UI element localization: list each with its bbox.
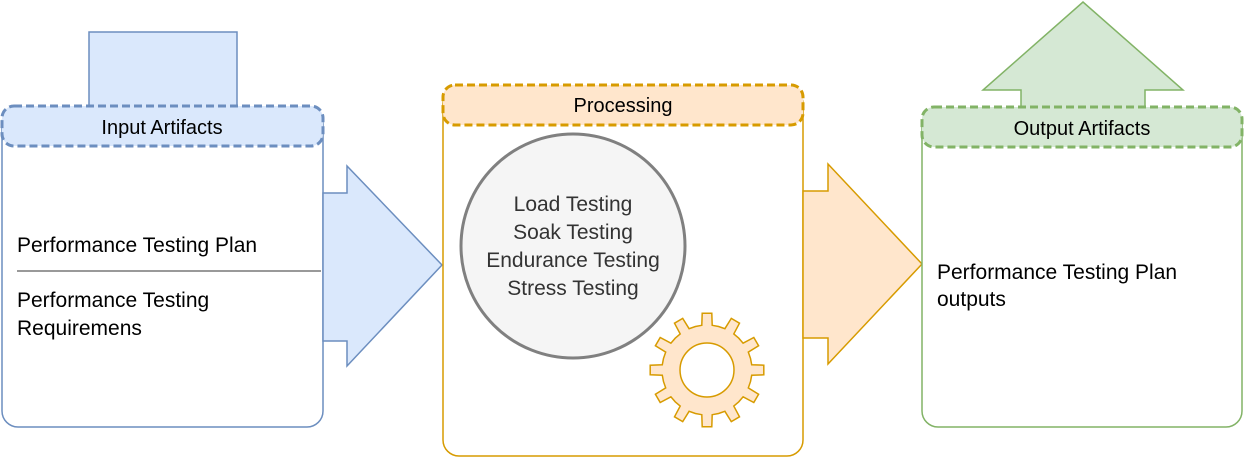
processing-title: Processing	[574, 95, 673, 117]
output-item-line2: outputs	[937, 288, 1006, 311]
input-tab-box	[88, 31, 238, 113]
input-header	[0, 104, 325, 148]
input-item-requirements-line1: Performance Testing	[17, 289, 209, 312]
testing-type-stress: Stress Testing	[507, 277, 639, 300]
output-header	[920, 105, 1244, 149]
processing-group: Processing Load Testing Soak Testing End…	[441, 83, 805, 457]
input-item-requirements-line2: Requiremens	[17, 317, 142, 340]
testing-type-load: Load Testing	[514, 193, 633, 216]
testing-type-soak: Soak Testing	[513, 221, 633, 244]
output-title: Output Artifacts	[1014, 118, 1151, 140]
output-up-arrow	[981, 1, 1185, 109]
testing-types-circle	[459, 132, 687, 360]
testing-type-endurance: Endurance Testing	[486, 249, 660, 272]
input-to-processing-arrow	[322, 164, 444, 368]
input-item-plan: Performance Testing Plan	[17, 234, 257, 257]
processing-to-output-arrow	[802, 162, 924, 366]
input-artifacts-group: Input Artifacts Performance Testing Plan…	[0, 31, 325, 428]
output-item-line1: Performance Testing Plan	[937, 261, 1177, 284]
gear-icon	[649, 312, 765, 428]
processing-header	[441, 83, 805, 127]
input-container	[1, 107, 324, 428]
input-title: Input Artifacts	[101, 117, 222, 139]
output-artifacts-group: Output Artifacts Performance Testing Pla…	[920, 1, 1244, 428]
